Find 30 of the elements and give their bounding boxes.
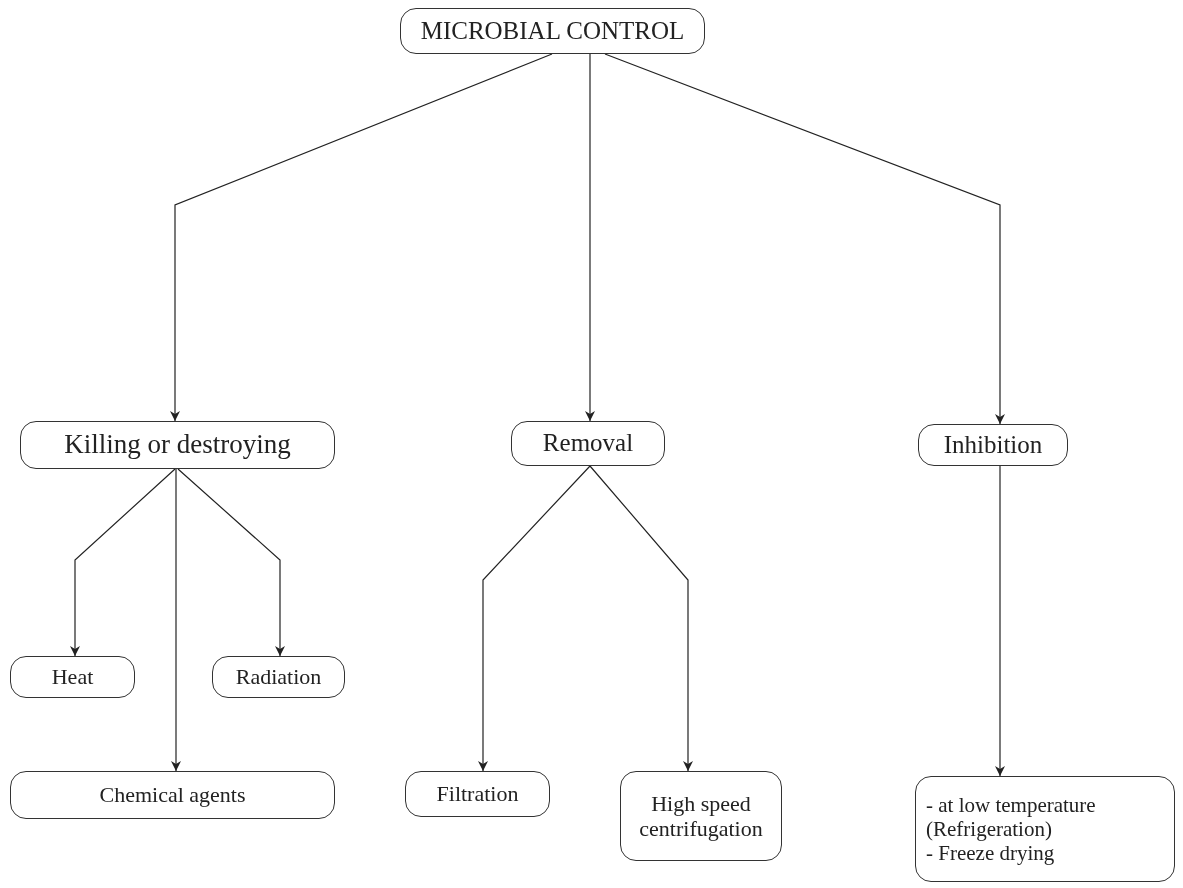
node-label: Inhibition [942,430,1044,460]
arrow [995,465,1005,777]
arrow [170,53,553,422]
arrow [585,53,595,422]
node-label: Removal [541,429,635,458]
rounded-box [405,771,550,817]
arrow [604,53,1005,425]
arrow [478,465,591,772]
arrow [70,468,176,657]
node-label: - Freeze drying [926,841,1056,866]
node-label: Radiation [234,664,323,690]
node-label: Heat [50,664,95,690]
node-label: Chemical agents [98,782,247,808]
rounded-box [918,424,1068,466]
node-label: Filtration [435,781,520,807]
node-label: MICROBIAL CONTROL [419,16,686,46]
rounded-box [915,776,1175,882]
rounded-box [10,771,335,819]
rounded-box [212,656,345,698]
node-label: High speed centrifugation [638,790,764,842]
arrow [177,468,285,657]
node-label: - at low temperature (Refrigeration) [926,792,1097,842]
arrow [589,465,693,772]
arrow [171,468,181,772]
node-label: Killing or destroying [63,429,292,461]
rounded-box [620,771,782,861]
rounded-box [400,8,705,54]
rounded-box [511,421,665,466]
rounded-box [10,656,135,698]
rounded-box [20,421,335,469]
